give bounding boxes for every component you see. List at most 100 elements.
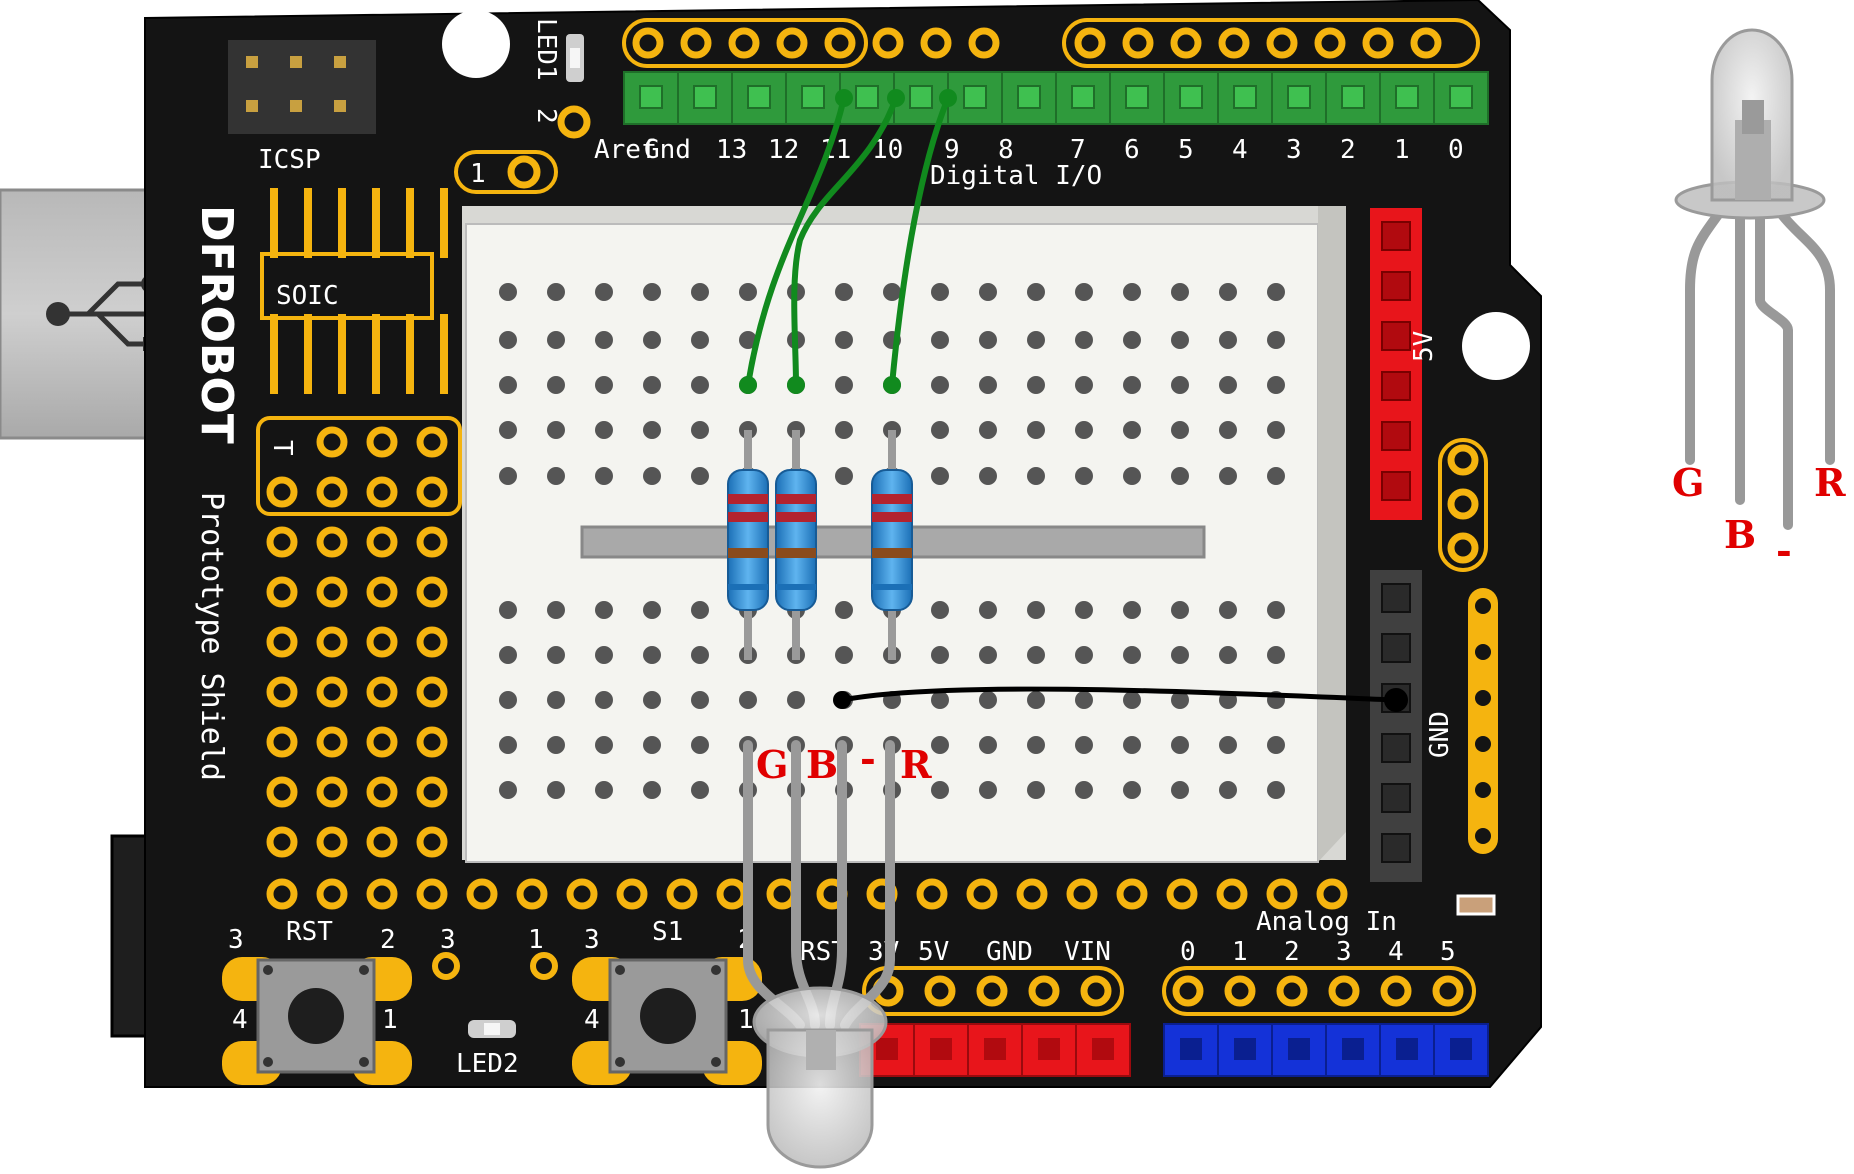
breadboard-hole <box>931 646 949 664</box>
breadboard-hole <box>1123 467 1141 485</box>
solder-pad <box>916 878 948 910</box>
breadboard-hole <box>931 467 949 485</box>
breadboard-hole <box>499 376 517 394</box>
breadboard-hole <box>1027 691 1045 709</box>
breadboard-hole <box>1171 646 1189 664</box>
icsp-body <box>228 40 376 134</box>
solder-pad <box>1216 878 1248 910</box>
breadboard-hole <box>499 781 517 799</box>
rail-gnd <box>1370 570 1422 882</box>
solder-pad <box>1362 27 1394 59</box>
solder-pad <box>872 27 904 59</box>
soic-pad <box>338 188 346 258</box>
digital-header-sockets <box>623 71 1489 125</box>
breadboard-hole <box>1027 467 1045 485</box>
solder-pad <box>1066 878 1098 910</box>
breadboard-hole <box>1123 781 1141 799</box>
solder-pad <box>776 27 808 59</box>
pin-number-label: 1 <box>738 1005 754 1035</box>
socket-hole <box>639 85 663 109</box>
solder-pad <box>1432 975 1464 1007</box>
breadboard-hole <box>1123 646 1141 664</box>
breadboard-hole <box>835 467 853 485</box>
strip-dot <box>1475 782 1491 798</box>
breadboard-hole <box>931 331 949 349</box>
breadboard-hole <box>739 691 757 709</box>
s1-button <box>572 957 762 1085</box>
led2-label: LED2 <box>456 1049 519 1079</box>
solder-pad <box>316 826 348 858</box>
icsp-pin <box>246 56 258 68</box>
breadboard-hole <box>1027 736 1045 754</box>
s1-button-label: S1 <box>652 917 683 947</box>
breadboard-hole <box>1075 467 1093 485</box>
digital-pin-label: 4 <box>1232 135 1248 165</box>
strip-dot <box>1475 828 1491 844</box>
solder-pad <box>416 526 448 558</box>
rgb-led-on-board <box>743 740 895 1169</box>
resistor-body <box>871 469 913 611</box>
socket-hole <box>747 85 771 109</box>
resistor-band <box>728 512 768 522</box>
breadboard-hole <box>979 283 997 301</box>
power-pin-label: VIN <box>1064 937 1111 967</box>
breadboard-hole <box>595 646 613 664</box>
solder-pad <box>266 576 298 608</box>
soic-pad <box>270 188 278 258</box>
breadboard-hole <box>1219 646 1237 664</box>
breadboard-hole <box>883 283 901 301</box>
led2 <box>468 1020 516 1038</box>
pin-1-pad <box>454 150 558 194</box>
solder-pad <box>416 476 448 508</box>
soic-pad <box>440 314 448 394</box>
pin-number-label: 1 <box>528 925 544 955</box>
digital-pin-label: 1 <box>1394 135 1410 165</box>
breadboard-hole <box>595 331 613 349</box>
rail-5v-label: 5V <box>1409 331 1439 362</box>
digital-pin-label: 9 <box>944 135 960 165</box>
solder-pad <box>1314 27 1346 59</box>
header-pad-outline <box>622 18 868 68</box>
digital-pin-label: Gnd <box>644 135 691 165</box>
solder-pad <box>1016 878 1048 910</box>
power-pin-label: GND <box>986 937 1033 967</box>
header-socket <box>731 71 787 125</box>
breadboard-hole <box>1171 467 1189 485</box>
breadboard-hole <box>499 283 517 301</box>
socket-hole <box>1038 1038 1060 1060</box>
resistor-2 <box>775 430 817 660</box>
resistor-band <box>872 548 912 558</box>
rail-hole <box>1381 371 1411 401</box>
breadboard-hole <box>1171 781 1189 799</box>
solder-pad <box>666 878 698 910</box>
breadboard-hole <box>499 691 517 709</box>
breadboard-hole <box>643 646 661 664</box>
led-ref-label-r: R <box>1814 460 1846 505</box>
breadboard-hole <box>595 421 613 439</box>
breadboard-hole <box>595 691 613 709</box>
header-socket <box>1325 71 1381 125</box>
breadboard-hole <box>835 646 853 664</box>
breadboard-hole <box>547 691 565 709</box>
digital-header-pads <box>622 18 1480 68</box>
breadboard-hole <box>547 331 565 349</box>
socket-hole <box>1287 85 1311 109</box>
breadboard-hole <box>1219 736 1237 754</box>
breadboard-hole <box>1267 376 1285 394</box>
breadboard-hole <box>499 736 517 754</box>
breadboard-hole <box>1027 646 1045 664</box>
icsp-pin <box>334 100 346 112</box>
icsp-header <box>228 40 376 134</box>
breadboard-hole <box>787 691 805 709</box>
breadboard-hole <box>979 691 997 709</box>
led-ref-label-g: G <box>1672 460 1704 505</box>
solder-pad <box>416 826 448 858</box>
breadboard-hole <box>1171 601 1189 619</box>
solder-pad <box>366 826 398 858</box>
solder-pad <box>366 426 398 458</box>
rail-hole <box>1381 421 1411 451</box>
pin-number-label: 1 <box>382 1005 398 1035</box>
breadboard-hole <box>931 283 949 301</box>
resistor-band <box>728 548 768 558</box>
